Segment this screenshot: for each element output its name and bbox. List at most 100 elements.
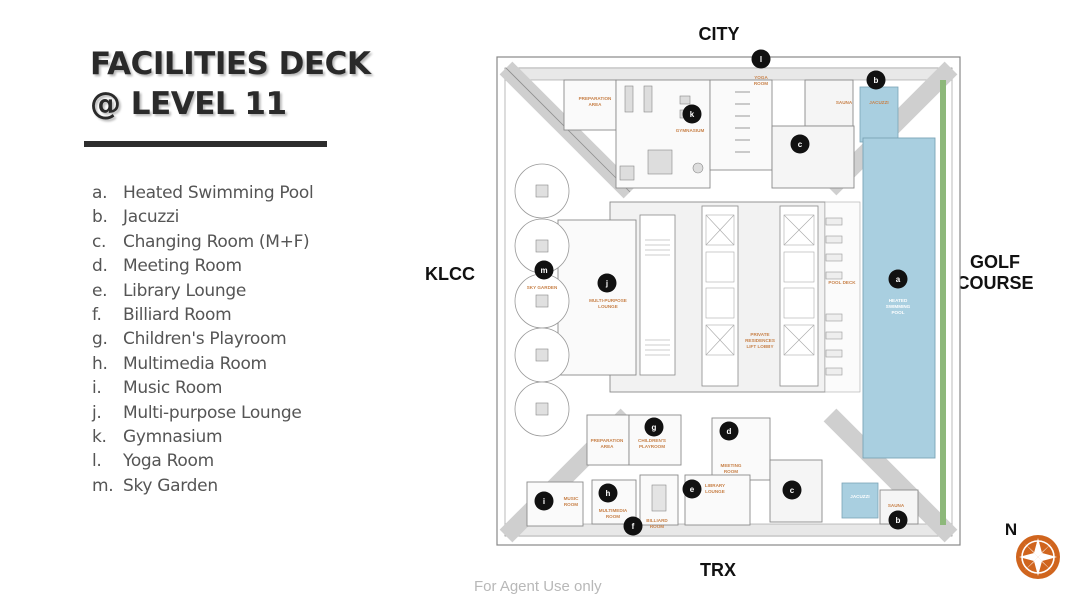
svg-text:a: a <box>896 275 901 284</box>
room-label-lift-lobby: PRIVATE <box>750 332 769 337</box>
facility-marker-b: b <box>888 510 908 530</box>
room-label-lift-lobby-3: LIFT LOBBY <box>746 344 773 349</box>
room-label-preparation-area-top: PREPARATION <box>579 96 612 101</box>
legend-item: e.Library Lounge <box>92 280 247 301</box>
room-label-sky-garden: SKY GARDEN <box>527 285 558 290</box>
room-label-heated-pool-2: SWIMMING <box>886 304 911 309</box>
svg-text:f: f <box>632 522 635 531</box>
legend-item: g.Children's Playroom <box>92 329 287 350</box>
room-label-yoga-room: YOGA <box>754 75 768 80</box>
room-label-music-room: MUSIC <box>564 496 579 501</box>
room-label-multimedia-room: MULTIMEDIA <box>599 508 628 513</box>
facility-marker-b: b <box>866 70 886 90</box>
legend-item: l.Yoga Room <box>92 451 214 472</box>
jacuzzi-top <box>859 86 899 143</box>
legend-item: i.Music Room <box>92 378 223 399</box>
facility-marker-a: a <box>888 269 908 289</box>
pool-deck-area <box>824 201 861 393</box>
legend-item: c.Changing Room (M+F) <box>92 231 310 252</box>
svg-text:N: N <box>1005 520 1017 539</box>
facility-marker-c: c <box>790 134 810 154</box>
direction-city-label: CITY <box>698 24 740 44</box>
room-label-multipurpose-lounge: MULTI-PURPOSE <box>589 298 627 303</box>
room-label-library-lounge: LIBRARY <box>705 483 725 488</box>
legend-item: b.Jacuzzi <box>92 207 180 228</box>
room-label-lift-lobby-2: RESIDENCES <box>745 338 775 343</box>
room-label-multimedia-room-2: ROOM <box>606 514 620 519</box>
svg-text:d: d <box>727 427 732 436</box>
direction-golf-course-label: GOLF COURSE <box>956 252 1034 293</box>
room-label-meeting-room-2: ROOM <box>724 469 738 474</box>
room-label-meeting-room: MEETING <box>721 463 742 468</box>
facility-marker-i: i <box>534 491 554 511</box>
sky-garden-pots <box>535 184 549 416</box>
legend-item: f.Billiard Room <box>92 304 232 325</box>
room-label-yoga-room-2: ROOM <box>754 81 768 86</box>
facility-marker-e: e <box>682 479 702 499</box>
svg-text:i: i <box>543 497 545 506</box>
core-shafts <box>639 205 819 387</box>
billiard-table <box>651 484 667 512</box>
svg-text:c: c <box>798 140 803 149</box>
legend-item: j.Multi-purpose Lounge <box>92 402 302 423</box>
room-label-preparation-area-bottom-2: AREA <box>600 444 614 449</box>
room-label-childrens-playroom-2: PLAYROOM <box>639 444 665 449</box>
legend-item: h.Multimedia Room <box>92 353 267 374</box>
room-label-jacuzzi-top: JACUZZI <box>869 100 888 105</box>
yoga-room <box>709 79 773 171</box>
svg-text:e: e <box>690 485 695 494</box>
facility-marker-j: j <box>597 273 617 293</box>
room-label-sauna-bottom: SAUNA <box>888 503 905 508</box>
room-label-preparation-area-bottom: PREPARATION <box>591 438 624 443</box>
svg-text:g: g <box>652 423 657 432</box>
facility-marker-f: f <box>623 516 643 536</box>
svg-text:j: j <box>605 279 608 288</box>
legend-item: d.Meeting Room <box>92 256 242 277</box>
room-label-billiard-room-2: ROOM <box>650 524 664 529</box>
facilities-legend: a.Heated Swimming Pool b.Jacuzzi c.Chang… <box>92 183 314 500</box>
room-label-sauna-top: SAUNA <box>836 100 853 105</box>
gym-equipment <box>619 85 704 181</box>
multipurpose-lounge-room <box>557 219 637 376</box>
room-label-heated-pool: HEATED <box>889 298 908 303</box>
svg-text:m: m <box>540 266 547 275</box>
changing-room-top <box>771 125 855 189</box>
page-title: FACILITIES DECK @ LEVEL 11 <box>90 44 371 124</box>
legend-item: m.Sky Garden <box>92 475 218 496</box>
landscape-strip <box>940 80 946 525</box>
svg-text:h: h <box>606 489 611 498</box>
room-label-heated-pool-3: POOL <box>891 310 904 315</box>
svg-text:c: c <box>790 486 795 495</box>
facility-marker-m: m <box>534 260 554 280</box>
lift-cars <box>705 214 815 356</box>
footer-note: For Agent Use only <box>474 578 602 595</box>
facility-marker-l: l <box>751 49 771 69</box>
floor-plan: PREPARATION AREA GYMNASIUM YOGA ROOM SAU… <box>496 49 961 546</box>
svg-text:k: k <box>690 110 695 119</box>
facility-marker-d: d <box>719 421 739 441</box>
facility-marker-k: k <box>682 104 702 124</box>
jacuzzi-bottom <box>841 482 879 519</box>
legend-item: a.Heated Swimming Pool <box>92 183 314 203</box>
yoga-mats <box>735 91 750 153</box>
prep-area-bottom-room <box>586 414 630 466</box>
north-compass-icon: N <box>1005 520 1060 579</box>
room-label-billiard-room: BILLIARD <box>646 518 668 523</box>
facility-marker-h: h <box>598 483 618 503</box>
room-label-jacuzzi-bottom: JACUZZI <box>850 494 869 499</box>
room-label-childrens-playroom: CHILDREN'S <box>638 438 666 443</box>
title-underline <box>84 141 327 147</box>
direction-trx-label: TRX <box>700 560 736 580</box>
legend-item: k.Gymnasium <box>92 426 223 447</box>
room-label-pool-deck: POOL DECK <box>828 280 856 285</box>
room-label-gymnasium: GYMNASIUM <box>676 128 705 133</box>
svg-text:l: l <box>760 55 762 64</box>
stair-hatching <box>645 239 670 356</box>
facility-marker-c: c <box>782 480 802 500</box>
room-label-preparation-area-top-2: AREA <box>588 102 602 107</box>
sun-loungers <box>825 217 843 376</box>
page-title-line-1: FACILITIES DECK <box>90 46 371 82</box>
multimedia-room-room <box>591 479 637 525</box>
svg-text:b: b <box>896 516 901 525</box>
prep-area-top-room <box>563 79 617 131</box>
